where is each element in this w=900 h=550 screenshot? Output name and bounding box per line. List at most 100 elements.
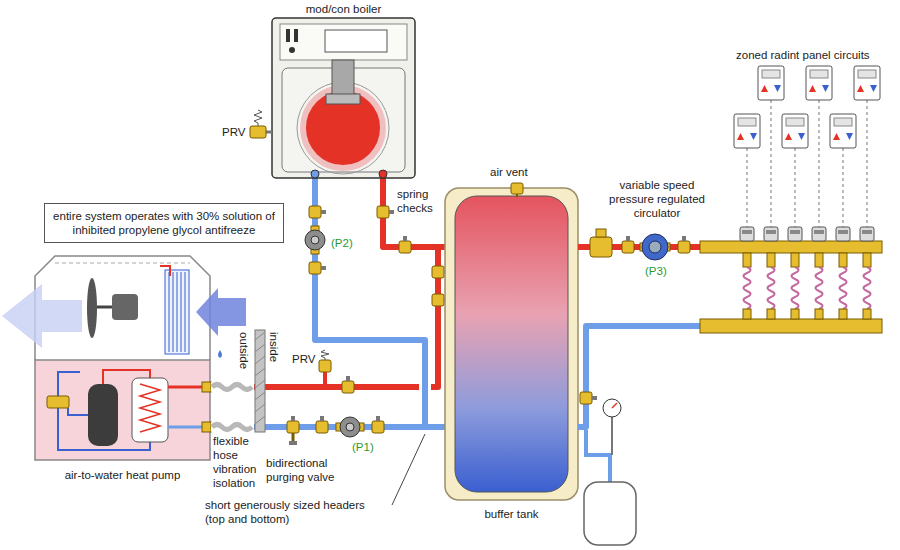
node-label: mod/con boiler [306, 2, 381, 16]
part-label: PRV [222, 125, 245, 139]
distribution-piping-part [596, 229, 606, 237]
heat-pump-drawing-part [55, 263, 190, 264]
wall-section [255, 330, 265, 432]
leader-line [392, 434, 425, 505]
part-label: variable speed pressure regulated circul… [598, 178, 716, 220]
boiler-drawing-part [272, 18, 415, 178]
distribution-piping-part [590, 237, 612, 257]
buffer-tank-drawing-part [511, 183, 523, 194]
boiler-drawing-part [379, 170, 387, 178]
manifold-drawing-part [836, 227, 850, 241]
pipe-connector [315, 178, 445, 427]
boiler-drawing-part [303, 88, 383, 168]
distribution-piping-part [612, 403, 617, 408]
boiler-drawing [250, 18, 415, 178]
manifold-drawing [700, 66, 882, 333]
manifold-drawing-part [788, 227, 802, 241]
boiler-piping-components [305, 206, 449, 306]
boiler-drawing-part [280, 24, 407, 60]
heat-pump-piping-components-part [323, 372, 327, 384]
manifold-drawing-part [700, 319, 882, 333]
heat-pump-piping-components-part [372, 416, 384, 433]
wall-label: outside [237, 332, 251, 369]
manifold-drawing-part [700, 241, 882, 253]
heat-pump-drawing-part [112, 294, 138, 320]
distribution-piping-part [642, 234, 668, 260]
boiler-piping-components-part [399, 236, 411, 253]
manifold-drawing-part [863, 253, 871, 319]
part-label: bidirectional purging valve [266, 456, 354, 484]
distribution-piping-part [580, 392, 597, 404]
distribution-piping-part [586, 430, 610, 482]
manifold-drawing-part [782, 114, 808, 148]
heat-pump-drawing-part [47, 396, 69, 408]
manifold-drawing-part [740, 227, 754, 241]
boiler-drawing-part [294, 29, 298, 42]
node-label: air-to-water heat pump [65, 468, 181, 482]
boiler-drawing-part [297, 82, 389, 174]
manifold-drawing-part [747, 100, 867, 227]
part-label: air vent [490, 165, 528, 179]
distribution-piping-part [611, 417, 613, 455]
boiler-drawing-part [325, 30, 387, 52]
distribution-piping-part [578, 326, 700, 427]
heat-pump-drawing-part [87, 278, 97, 338]
flexible-hoses-part [212, 385, 252, 390]
boiler-drawing-part [311, 170, 319, 178]
heat-pump-piping-components-part [336, 417, 364, 437]
boiler-drawing-part [289, 47, 295, 53]
heat-pump-unit: air-to-water heat pump [35, 250, 210, 482]
buffer-tank-drawing-part [516, 194, 518, 197]
heat-pump-drawing-part [165, 270, 189, 354]
manifold-drawing-part [830, 114, 856, 148]
callout-number: (P3) [645, 264, 667, 278]
manifold-drawing-part [839, 253, 847, 319]
distribution-piping-part [603, 399, 621, 417]
heat-pump-piping-components-part [319, 360, 331, 372]
manifold-drawing-part [758, 66, 784, 100]
pipe-crossover-part [422, 376, 428, 398]
boiler-piping-components-part [305, 226, 325, 254]
heat-pump-piping-components-part [287, 416, 299, 433]
boiler-drawing-part [250, 126, 266, 138]
part-label: zoned radint panel circuits [736, 48, 870, 62]
heat-pump-drawing-part [97, 306, 112, 309]
flexible-hoses [211, 385, 254, 430]
heat-pump-drawing-part [160, 266, 170, 276]
wall-label: inside [267, 332, 281, 362]
note-box: entire system operates with 30% solution… [44, 203, 284, 243]
flexible-hoses-part [211, 383, 254, 392]
callout-number: (P1) [352, 440, 374, 454]
heat-pump-drawing-part [168, 426, 204, 429]
manifold-drawing-part [791, 253, 799, 319]
distribution-piping [578, 229, 700, 545]
part-label: flexible hose vibration isolation [213, 434, 271, 490]
manifold-drawing-part [860, 227, 874, 241]
heat-pump-piping-components-part [316, 416, 328, 433]
heat-pump-drawing-part [196, 288, 246, 336]
heat-pump-drawing-part [169, 272, 185, 352]
heat-pump-drawing-part [132, 378, 168, 442]
part-label: PRV [292, 352, 315, 366]
wall-section-part [255, 332, 265, 424]
pipe-crossover [425, 376, 426, 398]
boiler-unit: mod/con boiler [272, 2, 415, 178]
heat-pump-drawing-part [140, 384, 160, 432]
distribution-piping-part [678, 236, 690, 253]
callout-number: (P2) [331, 236, 353, 250]
buffer-tank-drawing [445, 183, 578, 500]
boiler-piping-components-part [309, 206, 326, 218]
heat-pump-drawing-part [88, 384, 118, 446]
heat-pump-drawing [2, 256, 246, 460]
manifold-drawing-part [806, 66, 832, 100]
node-label: entire system operates with 30% solution… [50, 209, 278, 237]
heat-pump-piping-components-part [321, 350, 329, 360]
note-label: short generously sized headers (top and … [205, 498, 385, 526]
flexible-hoses-part [211, 423, 254, 432]
heat-pump-piping-components [287, 350, 384, 445]
heat-pump-drawing-part [218, 350, 222, 358]
manifold-drawing-part [815, 253, 823, 319]
distribution-piping-part [622, 236, 634, 253]
node-label: buffer tank [484, 507, 538, 521]
